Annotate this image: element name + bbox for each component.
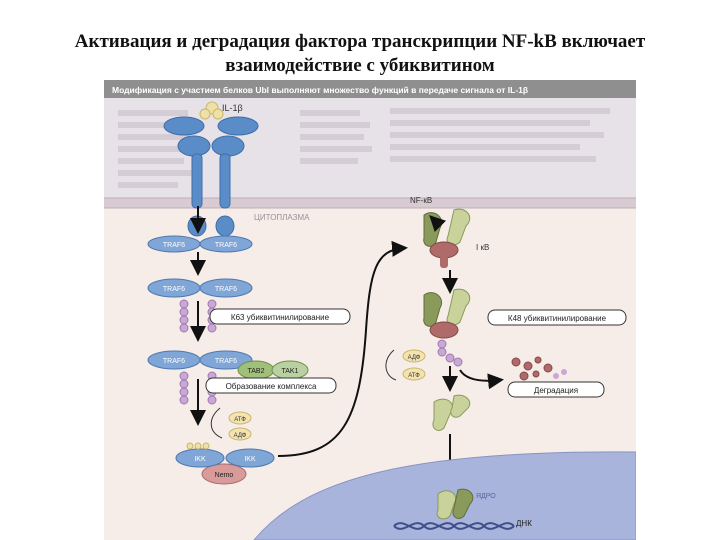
il1-receptor <box>163 116 259 237</box>
ikb-label: I кB <box>476 243 489 252</box>
slide-title-line-1: Активация и деградация фактора транскрип… <box>74 31 646 52</box>
signaling-figure: Модификация с участием белков Ubl выполн… <box>104 80 636 540</box>
ikk-to-ikb-arrow <box>277 240 408 457</box>
plasma-membrane <box>104 198 636 208</box>
atp-adp-left: АТФ АДФ <box>210 407 252 441</box>
dna-helix <box>393 522 515 530</box>
nfkb-label: NF-кB <box>410 196 432 205</box>
callout-degradation-text: Деградация <box>534 386 578 395</box>
il1b-ligand <box>199 101 224 120</box>
faded-background-text <box>118 108 610 188</box>
cytoplasm-label: ЦИТОПЛАЗМА <box>254 213 310 222</box>
nfkb-on-dna <box>436 488 474 520</box>
traf6-pair-stage2: TRAF6 TRAF6 <box>147 278 253 298</box>
callout-k63: К63 убиквитинилирование <box>209 308 351 325</box>
slide-title: Активация и деградация фактора транскрип… <box>0 30 720 78</box>
adp-label: АДФ <box>408 355 421 361</box>
callout-k48: К48 убиквитинилирование <box>487 309 627 326</box>
atp-label: АТФ <box>408 373 420 379</box>
atp-label: АТФ <box>234 417 246 423</box>
traf6-label: TRAF6 <box>163 358 185 365</box>
callout-degradation: Деградация <box>507 381 605 398</box>
degradation-ubiquitin <box>553 369 567 379</box>
traf6-label: TRAF6 <box>215 242 237 249</box>
traf6-pair-stage1: TRAF6 TRAF6 <box>147 235 253 253</box>
arrow-to-degradation <box>459 369 504 390</box>
adp-label: АДФ <box>234 433 247 439</box>
il1b-label: IL-1β <box>222 103 243 113</box>
traf6-label: TRAF6 <box>163 242 185 249</box>
figure-header-bar <box>104 80 636 98</box>
traf6-label: TRAF6 <box>215 358 237 365</box>
ikk-label: IKK <box>194 456 206 463</box>
traf6-label: TRAF6 <box>215 286 237 293</box>
atp-adp-right: АДФ АТФ <box>385 349 426 381</box>
traf6-pair-stage3: TRAF6 TRAF6 <box>147 350 253 370</box>
ikk-label: IKK <box>244 456 256 463</box>
callout-complex-text: Образование комплекса <box>226 382 317 391</box>
figure-header: Модификация с участием белков Ubl выполн… <box>112 85 528 95</box>
slide-title-line-2: взаимодействие с убиквитином <box>225 55 495 76</box>
tak1-label: TAK1 <box>282 368 299 375</box>
ikk-complex: Nemo IKK IKK <box>175 442 275 485</box>
degradation-fragments <box>511 356 553 381</box>
callout-complex: Образование комплекса <box>205 377 337 394</box>
nfkb-ikb-complex-2 <box>423 288 471 339</box>
nucleus-label: ЯДРО <box>476 493 496 500</box>
nemo-label: Nemo <box>215 472 234 479</box>
free-nfkb <box>432 394 471 431</box>
callout-k48-text: К48 убиквитинилирование <box>508 314 607 323</box>
tab2-label: TAB2 <box>248 368 265 375</box>
callout-k63-text: К63 убиквитинилирование <box>231 313 330 322</box>
k48-ubiquitin-chain <box>437 339 463 367</box>
traf6-label: TRAF6 <box>163 286 185 293</box>
dna-label: ДНК <box>516 519 532 528</box>
